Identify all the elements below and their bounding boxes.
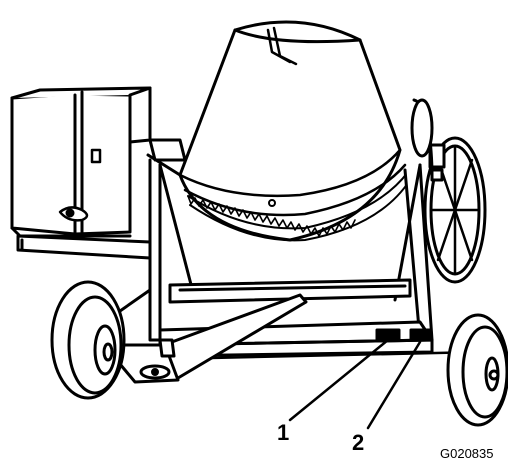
callout-1-label: 1 [277,420,290,445]
callout-2-label: 2 [352,430,365,455]
figure-id: G020835 [440,446,494,461]
frame [118,138,482,362]
mixer-drum [178,20,411,242]
callout-1-leader [288,338,390,422]
callout-2-leader [366,340,422,430]
left-wheel [50,280,126,400]
tow-bar [102,293,308,384]
engine-housing [10,86,152,238]
right-wheel [446,313,508,427]
handwheel [410,98,487,284]
